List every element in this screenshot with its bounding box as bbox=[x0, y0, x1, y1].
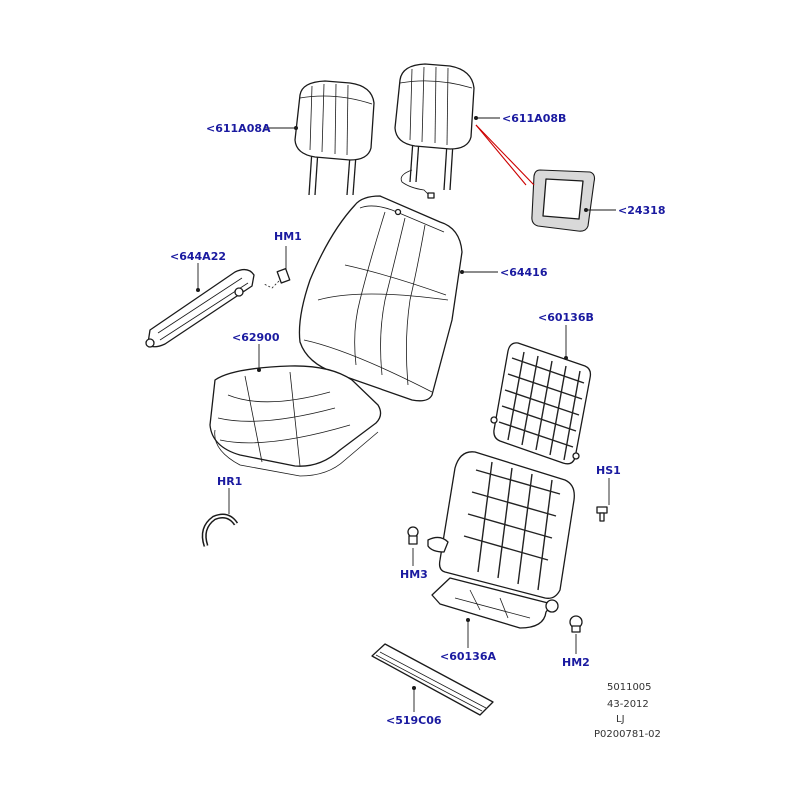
callout-labels: <611A08A <611A08B <24318 <64416 <644A22 … bbox=[170, 112, 666, 727]
hm1-screw-drawing bbox=[263, 268, 291, 289]
leader-red-1 bbox=[475, 124, 535, 186]
headrest-left-drawing bbox=[294, 80, 375, 196]
callout-hr1[interactable]: HR1 bbox=[217, 475, 242, 488]
headrest-right-drawing bbox=[394, 63, 475, 199]
headrest-trim-drawing bbox=[531, 169, 596, 232]
meta-line-4: P0200781-02 bbox=[594, 729, 661, 740]
hs1-bolt-drawing bbox=[596, 506, 608, 522]
leader-lines bbox=[196, 116, 616, 712]
callout-cushion-frame[interactable]: <60136A bbox=[440, 650, 496, 663]
callout-backrest-cover[interactable]: <64416 bbox=[500, 266, 548, 279]
meta-line-3: LJ bbox=[616, 714, 625, 725]
callout-headrest-left[interactable]: <611A08A bbox=[206, 122, 271, 135]
callout-headrest-right[interactable]: <611A08B bbox=[502, 112, 566, 125]
callout-cushion-cover[interactable]: <62900 bbox=[232, 331, 280, 344]
armrest-drawing bbox=[145, 268, 255, 348]
backrest-cover-drawing bbox=[298, 195, 463, 402]
callout-hm1[interactable]: HM1 bbox=[274, 230, 302, 243]
meta-info-block: 5011005 43-2012 LJ P0200781-02 bbox=[594, 682, 661, 740]
callout-hm3[interactable]: HM3 bbox=[400, 568, 428, 581]
leader-red-2 bbox=[475, 124, 527, 186]
meta-line-1: 5011005 bbox=[607, 682, 652, 693]
callout-headrest-trim[interactable]: <24318 bbox=[618, 204, 666, 217]
cushion-frame-drawing bbox=[427, 451, 575, 629]
back-frame-drawing bbox=[490, 342, 592, 465]
callout-hs1[interactable]: HS1 bbox=[596, 464, 621, 477]
hm3-nut-drawing bbox=[407, 526, 419, 545]
callout-back-frame[interactable]: <60136B bbox=[538, 311, 594, 324]
hr1-ring-drawing bbox=[201, 513, 239, 547]
callout-hm2[interactable]: HM2 bbox=[562, 656, 590, 669]
callout-armrest[interactable]: <644A22 bbox=[170, 250, 226, 263]
cushion-cover-drawing bbox=[209, 365, 382, 477]
meta-line-2: 43-2012 bbox=[607, 699, 649, 710]
trim-panel-drawing bbox=[371, 643, 494, 716]
callout-trim-panel[interactable]: <519C06 bbox=[386, 714, 442, 727]
hm2-nut-drawing bbox=[569, 615, 583, 633]
